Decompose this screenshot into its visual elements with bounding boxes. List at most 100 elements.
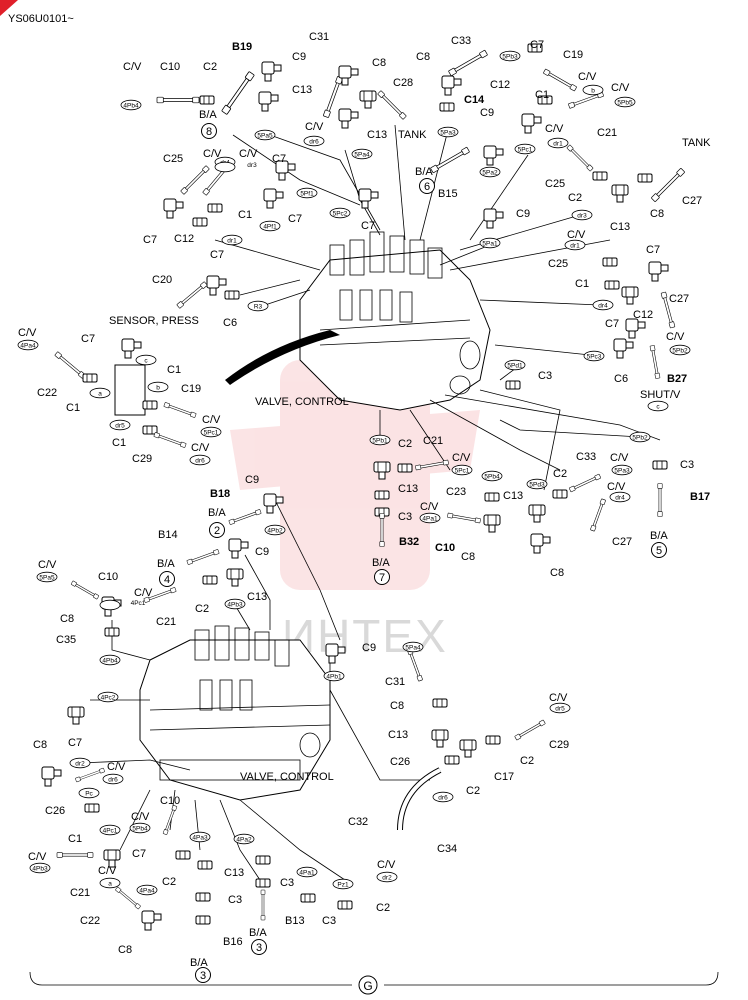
assembly-number: 6 <box>419 178 435 194</box>
port-tag: Pc <box>78 787 100 799</box>
port-tag: 4Pc1 <box>99 599 146 611</box>
callout-c3: C3 <box>280 877 294 889</box>
cv-label: C/V <box>38 559 57 571</box>
callout-c13: C13 <box>610 221 630 233</box>
callout-c8: C8 <box>372 57 386 69</box>
svg-text:dr4: dr4 <box>598 303 608 310</box>
callout-c22: C22 <box>37 387 57 399</box>
port-tags: 4Pb4 5Pa5 5Pb3 5Pa4 5Pa3 5Pa2 5Pc1 5Pb5 … <box>17 50 691 896</box>
svg-text:6: 6 <box>424 181 430 193</box>
svg-text:3: 3 <box>200 970 206 982</box>
valve-control-lower <box>139 625 331 801</box>
port-tag: 5Pa5 <box>36 571 58 583</box>
svg-text:4Pb4: 4Pb4 <box>123 103 139 110</box>
sensor-body <box>114 364 146 416</box>
svg-text:5Pc1: 5Pc1 <box>455 468 470 475</box>
port-tag: dr6 <box>432 791 454 803</box>
valve-control-upper <box>225 231 491 411</box>
cv-label: C/V <box>123 61 142 73</box>
fittings <box>41 43 687 931</box>
svg-text:dr6: dr6 <box>309 139 319 146</box>
callout-c27: C27 <box>669 293 689 305</box>
callout-c21: C21 <box>423 435 443 447</box>
valve-control-label: VALVE, CONTROL <box>255 396 349 408</box>
port-tag: R3 <box>247 300 269 312</box>
callout-c13: C13 <box>224 867 244 879</box>
callout-c2: C2 <box>520 755 534 767</box>
svg-text:5Pa2: 5Pa2 <box>482 170 498 177</box>
svg-text:5Pb1: 5Pb1 <box>372 438 388 445</box>
callout-c7: C7 <box>530 39 544 51</box>
svg-text:5Pb2: 5Pb2 <box>672 348 688 355</box>
port-tag: dr3 <box>214 161 257 173</box>
callout-c1: C1 <box>167 364 181 376</box>
callout-c10: C10 <box>435 542 455 554</box>
callout-c23: C23 <box>446 486 466 498</box>
svg-text:b: b <box>156 385 160 392</box>
callout-c29: C29 <box>549 739 569 751</box>
svg-text:5Pb5: 5Pb5 <box>617 100 633 107</box>
callout-c35: C35 <box>56 634 76 646</box>
port-tag: 4Pa4 <box>17 339 39 351</box>
callout-c7: C7 <box>605 318 619 330</box>
port-tag: dr3 <box>571 209 593 221</box>
callout-c2: C2 <box>568 192 582 204</box>
shut-valve-label: SHUT/V <box>640 389 681 401</box>
callout-c12: C12 <box>490 79 510 91</box>
port-tag: 5Pf1 <box>296 187 318 199</box>
cv-label: C/V <box>191 442 210 454</box>
assembly-numbers: 8 6 2 4 7 5 3 3 <box>159 123 667 983</box>
callout-c7: C7 <box>81 333 95 345</box>
callout-c13: C13 <box>388 729 408 741</box>
svg-text:dr1: dr1 <box>553 141 563 148</box>
svg-text:5Pf1: 5Pf1 <box>300 191 314 198</box>
callout-c6: C6 <box>614 373 628 385</box>
cv-label: C/V <box>611 82 630 94</box>
port-tag: 4Pa3 <box>189 831 211 843</box>
callout-c6: C6 <box>223 317 237 329</box>
svg-text:5Pb4: 5Pb4 <box>132 826 148 833</box>
callout-c3: C3 <box>538 370 552 382</box>
port-tag: 5Pa5 <box>254 129 276 141</box>
svg-text:5Pc2: 5Pc2 <box>333 211 348 218</box>
callout-c28: C28 <box>393 77 413 89</box>
port-tag: 5Pa3 <box>437 126 459 138</box>
cv-label: C/V <box>305 121 324 133</box>
callout-b19: B19 <box>232 41 252 53</box>
callout-c9: C9 <box>362 642 376 654</box>
part-callouts: C/V C10 C2 B19 C9 C13 B/A C31 C8 C/V C13… <box>18 31 711 969</box>
callout-c7: C7 <box>210 249 224 261</box>
svg-text:dr6: dr6 <box>195 458 205 465</box>
callout-c9: C9 <box>245 474 259 486</box>
callout-c9: C9 <box>292 51 306 63</box>
callout-b17: B17 <box>690 491 710 503</box>
svg-text:4Pa4: 4Pa4 <box>20 343 36 350</box>
port-tag: 5Pa4 <box>351 148 373 160</box>
svg-text:5Pb2: 5Pb2 <box>632 435 648 442</box>
port-tag: 4Pc2 <box>97 691 119 703</box>
callout-b32: B32 <box>399 536 419 548</box>
callout-c2: C2 <box>195 603 209 615</box>
port-tag: dr4 <box>592 299 614 311</box>
tank-label: TANK <box>398 129 427 141</box>
callout-c7: C7 <box>646 244 660 256</box>
callout-c7: C7 <box>361 220 375 232</box>
callout-c1: C1 <box>575 278 589 290</box>
callout-c27: C27 <box>682 195 702 207</box>
svg-text:4Pb3: 4Pb3 <box>227 602 243 609</box>
port-tag: 5Pb2 <box>629 431 651 443</box>
callout-c31: C31 <box>385 676 405 688</box>
cv-label: C/V <box>134 587 153 599</box>
callout-c13: C13 <box>503 490 523 502</box>
assembly-number: 3 <box>251 939 267 955</box>
callout-c27: C27 <box>612 536 632 548</box>
port-tag: dr5 <box>549 702 571 714</box>
callout-c9: C9 <box>255 546 269 558</box>
port-tag: 4Pa1 <box>296 866 318 878</box>
cv-label: C/V <box>131 811 150 823</box>
svg-text:7: 7 <box>379 572 385 584</box>
cv-label: C/V <box>567 229 586 241</box>
port-tag: 4Pc1 <box>99 824 121 836</box>
port-tag: a <box>99 877 121 889</box>
svg-text:4Pa4: 4Pa4 <box>139 888 155 895</box>
